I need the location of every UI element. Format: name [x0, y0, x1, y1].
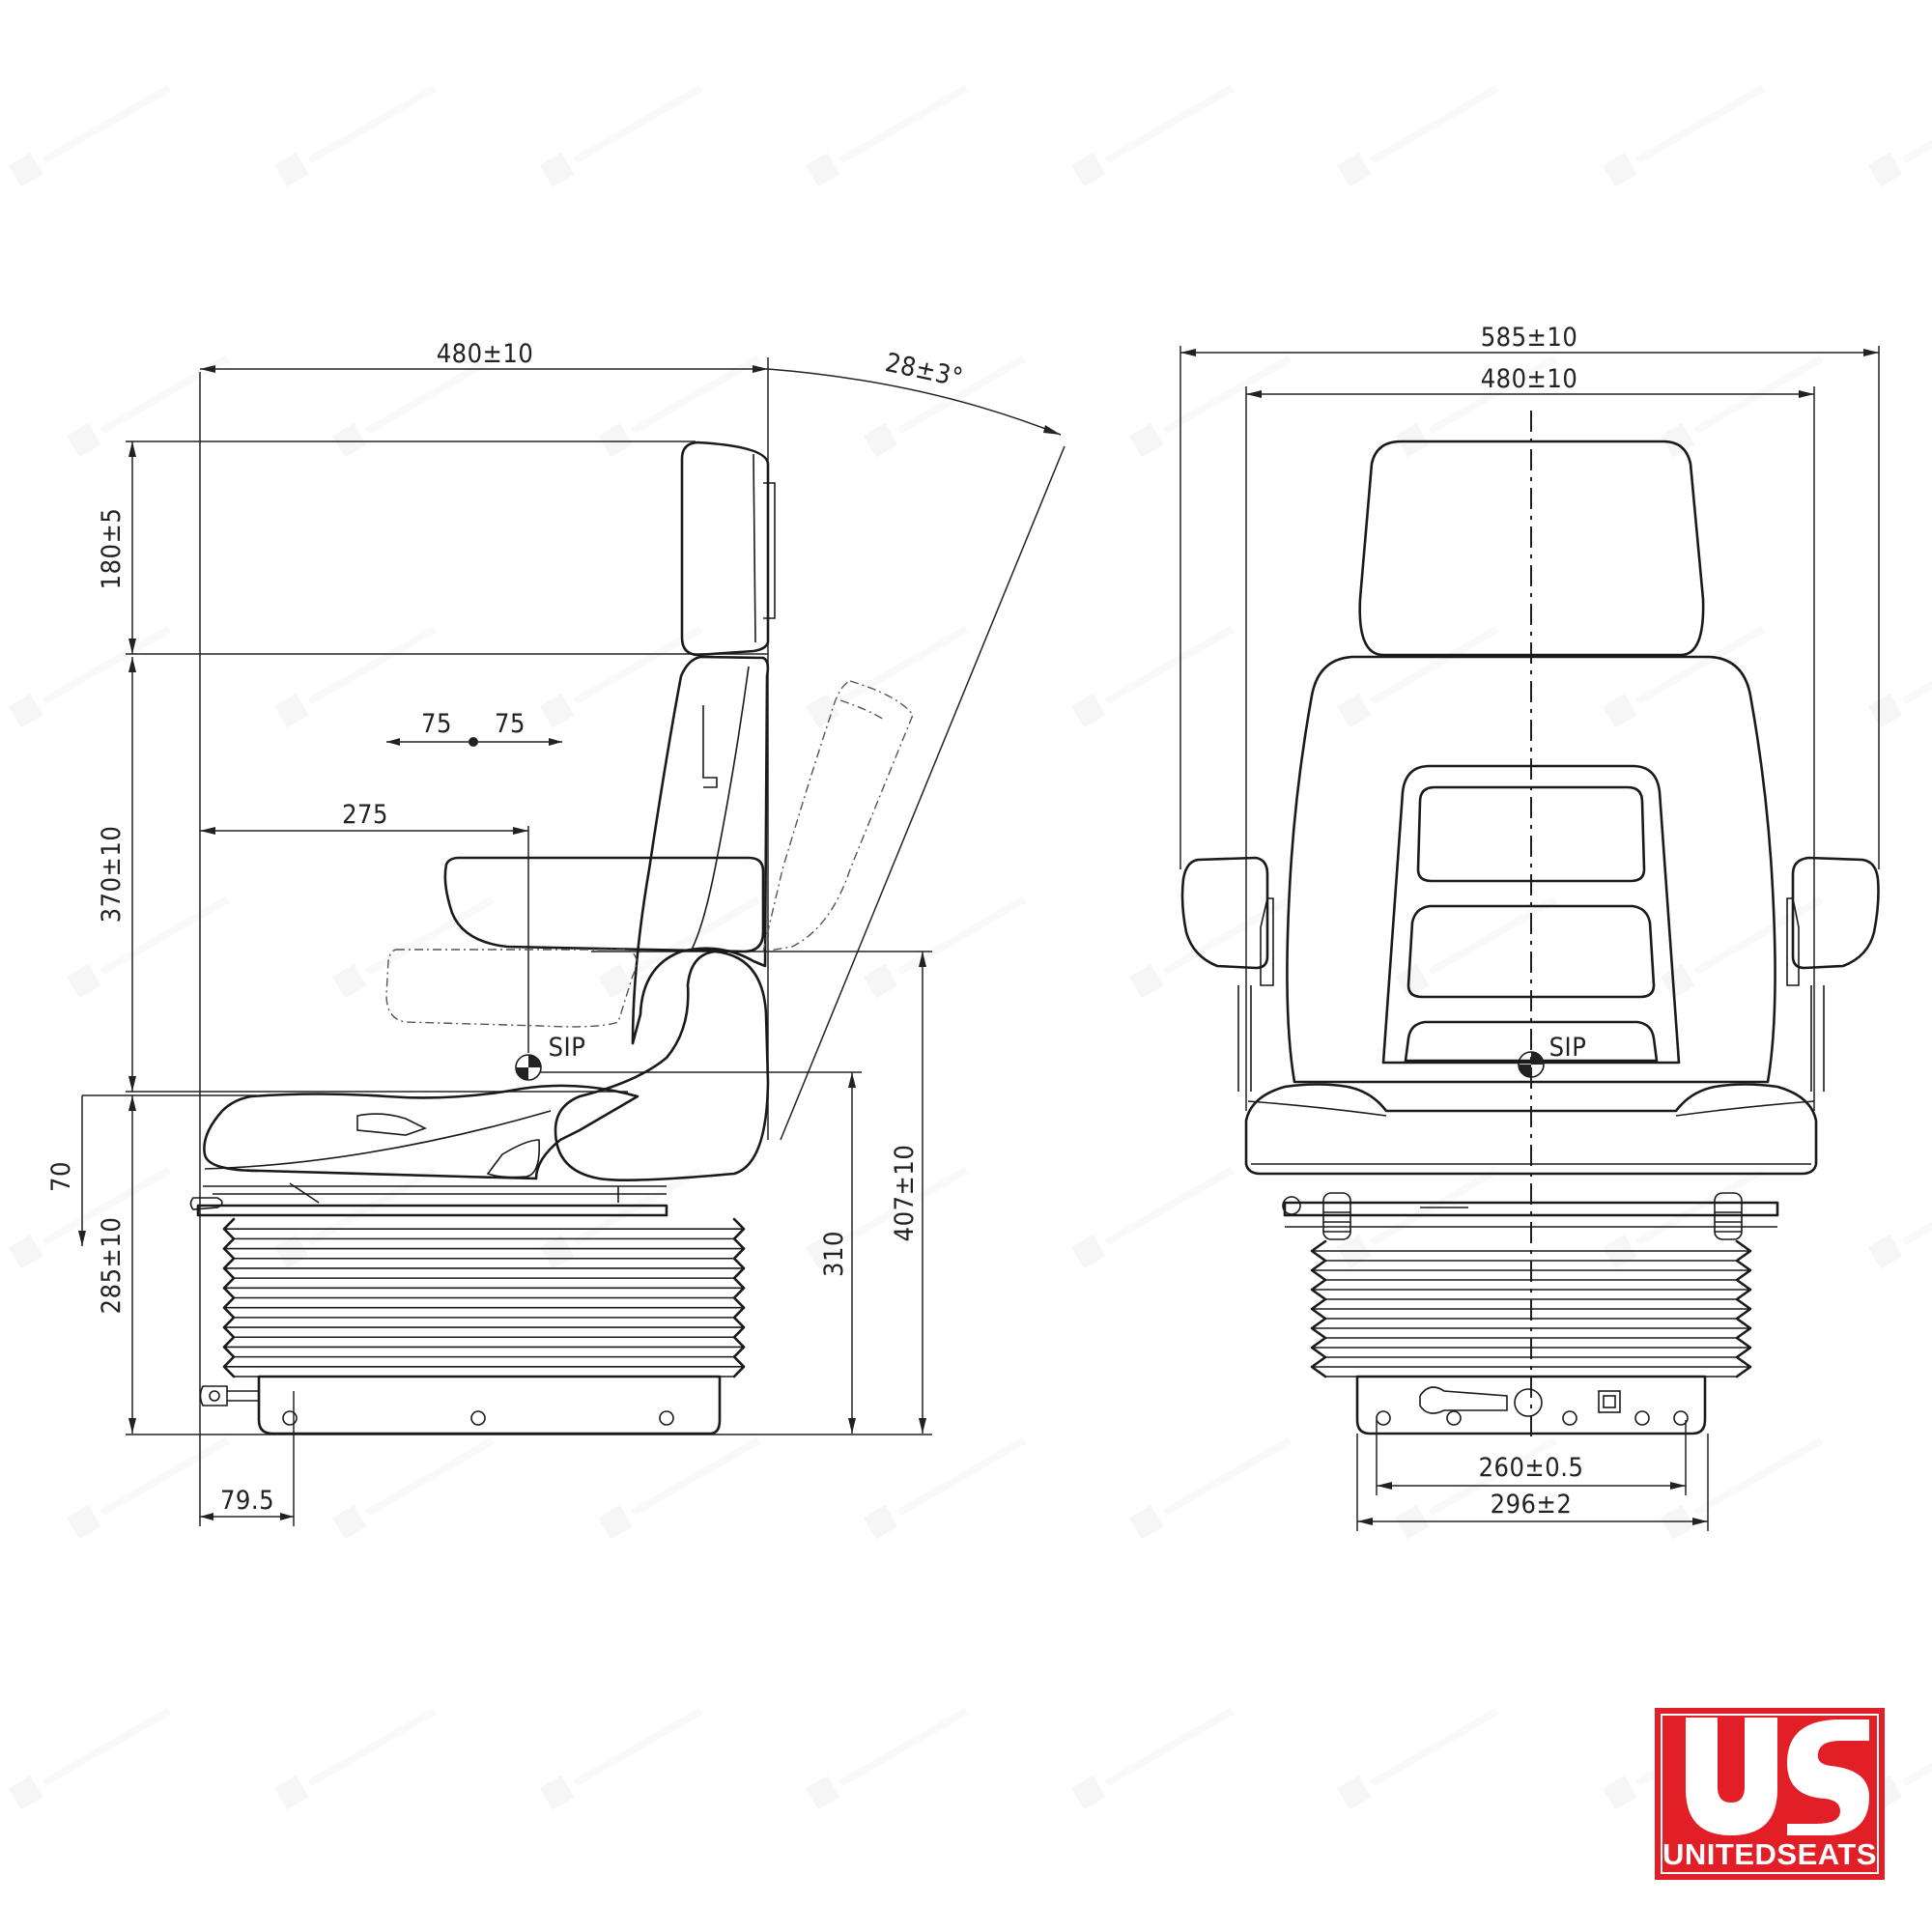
side-backrest	[631, 655, 770, 1045]
logo-brand-name: UNITEDSEATS	[1662, 1837, 1877, 1871]
dim-mount-outer: 296±2	[1356, 1434, 1709, 1531]
dim-backrest-tilt: 28±3°	[767, 348, 1065, 1141]
dim-front-seat-width-label: 480±10	[1481, 364, 1578, 394]
dim-total-armrest: 407±10	[591, 951, 932, 1434]
side-seat-outline	[189, 440, 914, 1435]
dim-total-armrest-label: 407±10	[890, 1145, 920, 1242]
dim-armrest-right-label: 75	[495, 709, 526, 739]
side-armrest	[443, 856, 765, 953]
front-view: 585±10 480±10	[1179, 323, 1880, 1531]
dim-headrest-label: 180±5	[97, 508, 127, 590]
dim-sip-offset: 275	[200, 800, 529, 1053]
side-sip-marker: SIP	[515, 1033, 586, 1081]
front-armrest-right	[1791, 856, 1880, 970]
dim-mount-inner-label: 260±0.5	[1479, 1453, 1584, 1483]
dim-base-offset: 79.5	[200, 1391, 295, 1526]
side-base	[257, 1375, 722, 1435]
dim-armrest-adjust: 75 75	[386, 709, 562, 747]
dim-vertical-stroke: 70	[46, 1094, 256, 1246]
front-seat-cushion	[1244, 1083, 1818, 1176]
front-sip-label: SIP	[1549, 1033, 1587, 1063]
dim-suspension-height: 285±10	[97, 1095, 932, 1435]
dim-backrest-height: 370±10	[97, 657, 628, 1093]
dim-front-width: 585±10	[1179, 323, 1880, 869]
side-headrest	[680, 440, 770, 657]
dim-headrest-height: 180±5	[97, 440, 768, 655]
front-headrest	[1358, 440, 1705, 657]
side-bellows	[222, 1217, 746, 1378]
front-base	[1355, 1375, 1707, 1435]
watermark-pattern	[9, 85, 1932, 1810]
dim-front-seat-width: 480±10	[1245, 364, 1815, 1111]
front-armrest-left	[1180, 856, 1269, 970]
side-seat-cushion	[203, 1084, 639, 1180]
front-sip-marker: SIP	[1518, 1033, 1587, 1078]
logo-letter-s	[1787, 1719, 1869, 1835]
dim-base-offset-label: 79.5	[220, 1486, 274, 1516]
dim-mount-outer-label: 296±2	[1491, 1490, 1573, 1520]
front-spring-left	[1282, 1192, 1351, 1240]
dim-armrest-left-label: 75	[421, 709, 452, 739]
dim-mount-inner: 260±0.5	[1376, 1420, 1687, 1495]
dim-suspension-label: 285±10	[97, 1217, 127, 1315]
dim-sip-offset-label: 275	[342, 800, 388, 830]
front-backrest-frame	[1381, 764, 1681, 1065]
dim-front-width-label: 585±10	[1481, 323, 1578, 353]
unitedseats-logo: UNITEDSEATS	[1655, 1708, 1885, 1880]
dim-sip-height: 310	[541, 1071, 862, 1434]
dim-stroke-label: 70	[46, 1161, 76, 1192]
dim-side-depth-label: 480±10	[437, 339, 534, 369]
side-sip-label: SIP	[549, 1033, 586, 1063]
side-view: 480±10 28±3° 180±5 370±10	[46, 339, 1065, 1526]
front-spring-right	[1714, 1192, 1743, 1240]
dim-sip-height-label: 310	[819, 1231, 849, 1277]
side-seat-front	[554, 950, 770, 1181]
dim-backrest-label: 370±10	[97, 826, 127, 923]
logo-letter-u	[1686, 1718, 1777, 1835]
front-backrest	[1286, 655, 1776, 1084]
